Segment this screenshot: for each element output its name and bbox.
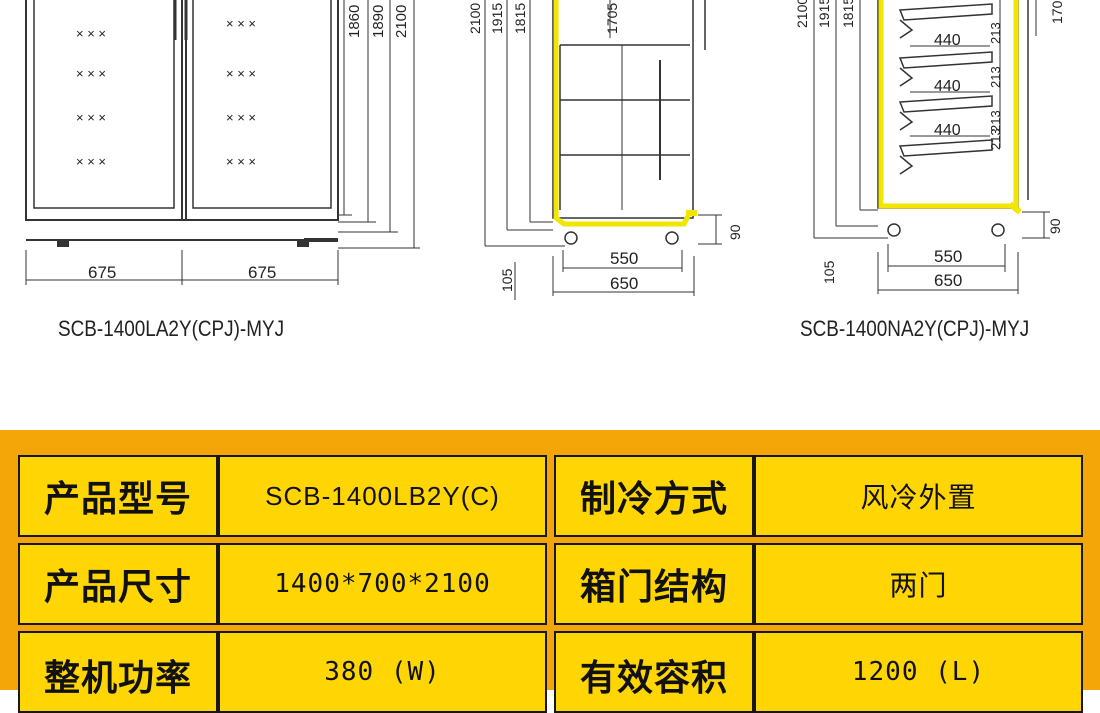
spec-value-door: 两门 <box>754 543 1083 625</box>
spec-label-size: 产品尺寸 <box>18 543 218 625</box>
shelf-depth-3: 440 <box>934 122 961 139</box>
width-label-right: 675 <box>248 263 276 282</box>
spec-value-power: 380 (W) <box>218 631 547 713</box>
mid-base-90: 90 <box>727 224 743 240</box>
model-label-left: SCB-1400LA2Y(CPJ)-MYJ <box>58 316 285 341</box>
mid-depth-650: 650 <box>610 274 638 293</box>
spec-label-power: 整机功率 <box>18 631 218 713</box>
width-label-left: 675 <box>88 263 116 282</box>
front-view <box>25 0 420 285</box>
side-view-middle <box>484 0 722 300</box>
svg-text:× × ×: × × × <box>76 110 106 125</box>
svg-text:× × ×: × × × <box>226 110 256 125</box>
shelf-pitch-2: 213 <box>988 66 1003 88</box>
right-height-2100: 2100 <box>794 0 810 28</box>
right-leg-105: 105 <box>821 260 837 284</box>
svg-text:× × ×: × × × <box>76 66 106 81</box>
right-height-1815: 1815 <box>840 0 856 28</box>
right-depth-650: 650 <box>934 271 962 290</box>
height-label-2: 1890 <box>370 5 387 38</box>
shelf-pitch-1: 213 <box>988 22 1003 44</box>
right-height-1915: 1915 <box>816 0 832 28</box>
cabinet-outline-highlight <box>553 0 697 227</box>
mid-height-1705: 1705 <box>604 3 620 34</box>
mid-leg-105: 105 <box>499 268 515 292</box>
cabinet-outline-highlight-right <box>878 0 1022 215</box>
spec-value-size: 1400*700*2100 <box>218 543 547 625</box>
svg-text:× × ×: × × × <box>76 154 106 169</box>
svg-text:× × ×: × × × <box>226 66 256 81</box>
mid-depth-550: 550 <box>610 249 638 268</box>
shelf-pitch-3: 213 <box>988 110 1003 132</box>
shelf-pitch-4: 213 <box>988 128 1003 150</box>
mid-height-1915: 1915 <box>489 3 505 34</box>
right-depth-550: 550 <box>934 247 962 266</box>
spec-value-volume: 1200 (L) <box>754 631 1083 713</box>
svg-text:× × ×: × × × <box>76 26 106 41</box>
shelf-depth-1: 440 <box>934 32 961 49</box>
spec-value-model: SCB-1400LB2Y(C) <box>218 455 547 537</box>
spec-value-cooling: 风冷外置 <box>754 455 1083 537</box>
mid-height-1815: 1815 <box>512 3 528 34</box>
svg-text:× × ×: × × × <box>226 154 256 169</box>
dimension-drawings: × × × × × × × × × × × × × × × × × × × × × × … <box>25 0 1065 300</box>
right-height-1705: 1705 <box>1049 0 1065 24</box>
shelf-depth-2: 440 <box>934 78 961 95</box>
right-base-90: 90 <box>1047 218 1063 234</box>
svg-text:× × ×: × × × <box>226 16 256 31</box>
height-label-3: 2100 <box>393 5 410 38</box>
height-label-1: 1860 <box>346 5 363 38</box>
door-star-pattern: × × × × × × × × × × × × × × × × × × × × × × … <box>76 16 256 169</box>
mid-height-2100: 2100 <box>467 3 483 34</box>
spec-label-volume: 有效容积 <box>554 631 754 713</box>
spec-label-cooling: 制冷方式 <box>554 455 754 537</box>
spec-label-door: 箱门结构 <box>554 543 754 625</box>
spec-label-model: 产品型号 <box>18 455 218 537</box>
model-label-right: SCB-1400NA2Y(CPJ)-MYJ <box>800 316 1030 341</box>
